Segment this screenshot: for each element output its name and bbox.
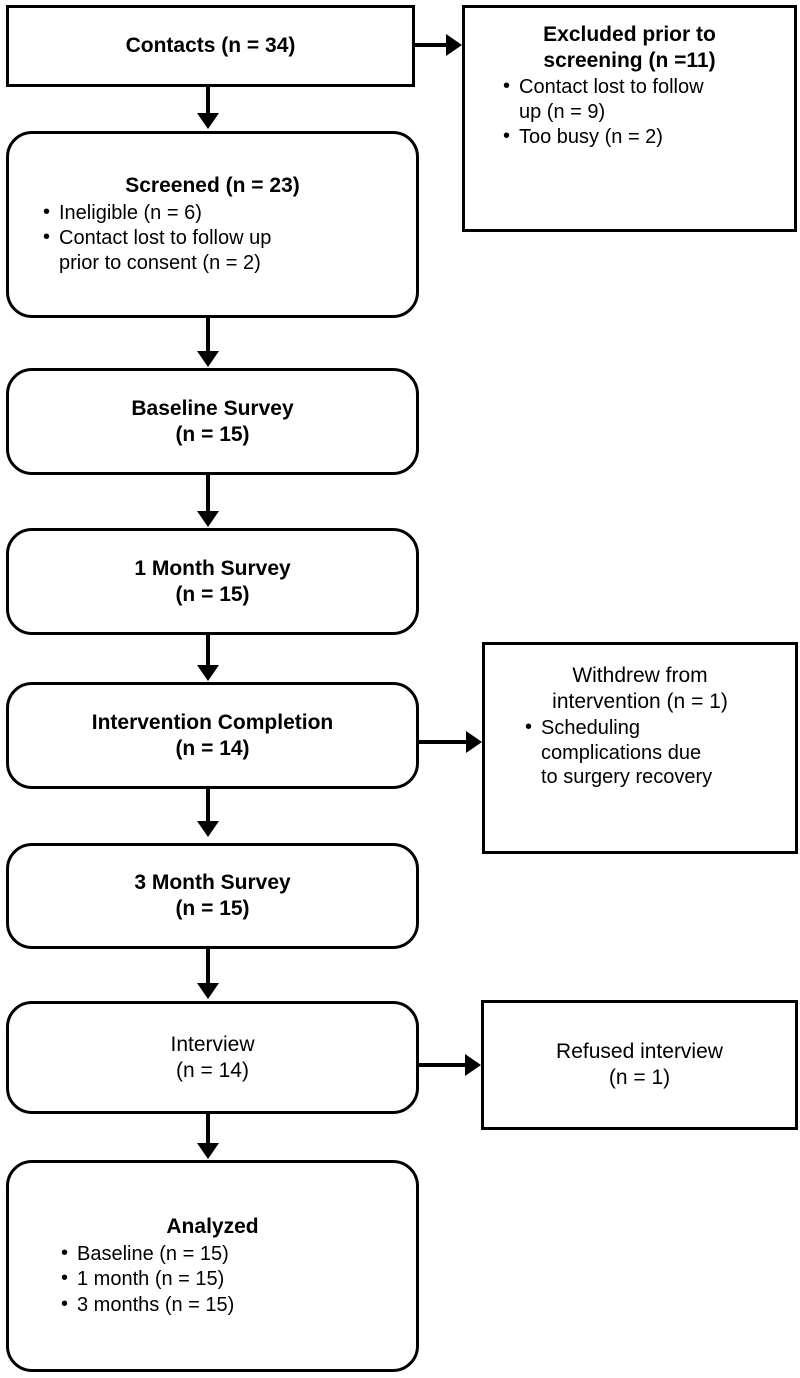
connector-interview-to-refused <box>419 1063 468 1067</box>
arrowhead-one-month-to-intervention <box>197 665 219 681</box>
node-withdrew-title: Withdrew from intervention (n = 1) <box>552 664 728 713</box>
node-refused-interview-count: (n = 1) <box>608 1066 671 1089</box>
node-interview-title: Interview <box>170 1032 255 1056</box>
node-contacts: Contacts (n = 34) <box>6 5 415 87</box>
arrowhead-interview-to-analyzed <box>197 1143 219 1159</box>
node-interview: Interview (n = 14) <box>6 1001 419 1114</box>
list-item: Ineligible (n = 6) <box>39 200 408 225</box>
node-analyzed: Analyzed Baseline (n = 15) 1 month (n = … <box>6 1160 419 1372</box>
node-interview-count: (n = 14) <box>176 1058 249 1082</box>
connector-intervention-to-three-month <box>206 789 210 823</box>
arrowhead-screened-to-baseline <box>197 351 219 367</box>
connector-interview-to-analyzed <box>206 1114 210 1146</box>
node-analyzed-title: Analyzed <box>166 1215 259 1239</box>
node-baseline-survey-title: Baseline Survey <box>131 396 294 420</box>
node-baseline-survey-count: (n = 15) <box>175 422 250 446</box>
node-intervention-completion-count: (n = 14) <box>175 736 250 760</box>
list-item: Contact lost to follow up prior to conse… <box>39 225 408 275</box>
connector-baseline-to-one-month <box>206 475 210 513</box>
node-intervention-completion: Intervention Completion (n = 14) <box>6 682 419 789</box>
node-refused-interview: Refused interview (n = 1) <box>481 1000 798 1130</box>
node-screened: Screened (n = 23) Ineligible (n = 6) Con… <box>6 131 419 318</box>
connector-intervention-to-withdrew <box>419 740 469 744</box>
arrowhead-contacts-to-excluded <box>446 34 462 56</box>
arrowhead-three-month-to-interview <box>197 983 219 999</box>
list-item: Contact lost to follow up (n = 9) <box>499 74 786 124</box>
node-analyzed-bullets: Baseline (n = 15) 1 month (n = 15) 3 mon… <box>57 1241 408 1318</box>
node-baseline-survey: Baseline Survey (n = 15) <box>6 368 419 475</box>
node-screened-title: Screened (n = 23) <box>125 174 300 198</box>
node-contacts-title: Contacts (n = 34) <box>125 34 296 58</box>
node-excluded-bullets: Contact lost to follow up (n = 9) Too bu… <box>499 74 786 150</box>
connector-screened-to-baseline <box>206 318 210 355</box>
connector-contacts-to-screened <box>206 87 210 117</box>
arrowhead-baseline-to-one-month <box>197 511 219 527</box>
node-refused-interview-title: Refused interview <box>556 1040 723 1064</box>
connector-three-month-to-interview <box>206 949 210 986</box>
arrowhead-intervention-to-withdrew <box>466 731 482 753</box>
list-item: Baseline (n = 15) <box>57 1241 408 1266</box>
arrowhead-interview-to-refused <box>465 1054 481 1076</box>
node-one-month-survey-count: (n = 15) <box>175 582 250 606</box>
node-three-month-survey: 3 Month Survey (n = 15) <box>6 843 419 949</box>
node-one-month-survey: 1 Month Survey (n = 15) <box>6 528 419 635</box>
arrowhead-contacts-to-screened <box>197 113 219 129</box>
node-three-month-survey-count: (n = 15) <box>175 897 250 920</box>
arrowhead-intervention-to-three-month <box>197 821 219 837</box>
list-item: Too busy (n = 2) <box>499 124 786 149</box>
list-item: Scheduling complications due to surgery … <box>521 715 787 789</box>
node-withdrew-from-intervention: Withdrew from intervention (n = 1) Sched… <box>482 642 798 854</box>
node-one-month-survey-title: 1 Month Survey <box>134 556 291 580</box>
node-excluded-title: Excluded prior to screening (n =11) <box>543 23 716 72</box>
node-screened-bullets: Ineligible (n = 6) Contact lost to follo… <box>39 200 408 276</box>
list-item: 3 months (n = 15) <box>57 1291 408 1317</box>
node-intervention-completion-title: Intervention Completion <box>91 710 334 734</box>
list-item: 1 month (n = 15) <box>57 1266 408 1291</box>
connector-one-month-to-intervention <box>206 635 210 667</box>
node-withdrew-bullets: Scheduling complications due to surgery … <box>521 715 787 790</box>
node-three-month-survey-title: 3 Month Survey <box>134 871 291 895</box>
connector-contacts-to-excluded <box>415 43 449 47</box>
node-excluded-prior-to-screening: Excluded prior to screening (n =11) Cont… <box>462 5 797 232</box>
